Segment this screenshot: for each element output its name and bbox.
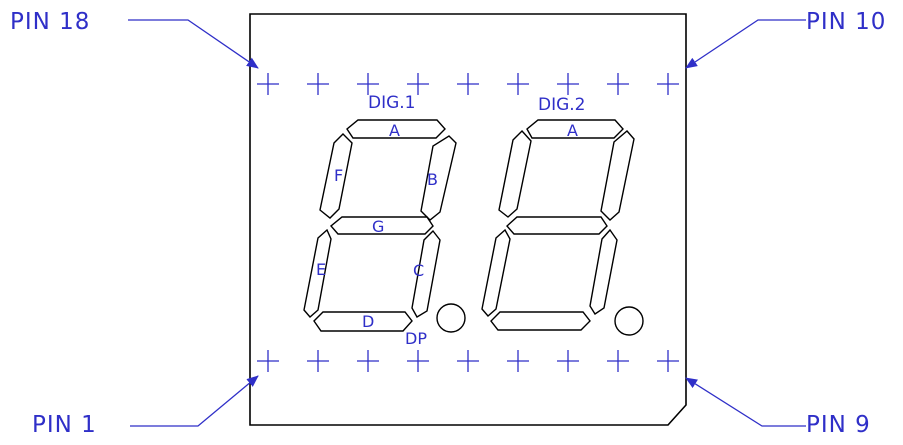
pin-top-marker	[407, 73, 429, 95]
digit-1-segment-a	[346, 119, 446, 139]
digit-1-segment-c	[411, 229, 441, 318]
pin-bottom-marker	[657, 350, 679, 372]
digit-2-label: DIG.2	[538, 95, 586, 115]
pin-bottom-marker	[307, 350, 329, 372]
pin-bottom-marker	[407, 350, 429, 372]
digit-1-segment-b	[420, 135, 457, 221]
digit-2-decimal-point	[614, 306, 644, 336]
digit-1-segment-d	[313, 311, 413, 332]
pin-top-marker	[507, 73, 529, 95]
pin-row-bottom	[257, 350, 679, 372]
pin-1-leader	[130, 375, 259, 427]
pin-bottom-marker	[257, 350, 279, 372]
digit-1-segment-c-label: C	[413, 261, 424, 280]
digit-1-segment-b-label: B	[427, 170, 438, 189]
digit-1-decimal-point	[436, 303, 466, 333]
digit-2-segment-g	[506, 216, 608, 235]
pin-top-marker	[257, 73, 279, 95]
pin-top-marker	[557, 73, 579, 95]
digit-1-segment-a-label: A	[389, 121, 400, 140]
pin-18-leader	[128, 19, 259, 69]
pin-top-marker	[657, 73, 679, 95]
digit-1: DIG.1 A B F G C E D DP	[303, 93, 466, 348]
digit-1-segment-e-label: E	[316, 260, 326, 279]
digit-1-segment-f	[319, 133, 353, 219]
digit-1-segment-e	[303, 228, 332, 318]
pin-9-label: PIN 9	[806, 412, 871, 438]
pin-top-marker	[307, 73, 329, 95]
digit-2-segment-c	[589, 228, 618, 315]
digit-1-segment-g-label: G	[372, 217, 384, 236]
pin-9-leader	[685, 377, 806, 427]
digit-1-label: DIG.1	[368, 93, 416, 113]
pin-top-marker	[607, 73, 629, 95]
pin-bottom-marker	[607, 350, 629, 372]
digit-2-segment-b	[600, 130, 635, 221]
digit-1-segment-f-label: F	[334, 166, 343, 185]
pin-18-label: PIN 18	[10, 9, 91, 35]
pin-bottom-marker	[457, 350, 479, 372]
pin-bottom-marker	[507, 350, 529, 372]
package-outline	[249, 13, 687, 426]
pin-top-marker	[457, 73, 479, 95]
digit-1-dp-label: DP	[405, 329, 427, 348]
pin-row-top	[257, 73, 679, 95]
pin-bottom-marker	[557, 350, 579, 372]
digit-2-segment-a	[526, 119, 624, 139]
pin-top-marker	[357, 73, 379, 95]
pin-10-leader	[685, 19, 806, 69]
digit-1-segment-g	[329, 216, 434, 235]
digit-2-segment-e	[481, 228, 511, 317]
digit-2-segment-f	[498, 129, 532, 218]
pin-bottom-marker	[357, 350, 379, 372]
pin-10-label: PIN 10	[806, 9, 887, 35]
digit-2-segment-d	[490, 311, 591, 331]
pin-1-label: PIN 1	[32, 412, 97, 438]
digit-1-segment-d-label: D	[362, 312, 374, 331]
digit-2: DIG.2 A	[481, 95, 644, 336]
digit-2-segment-a-label: A	[567, 121, 578, 140]
